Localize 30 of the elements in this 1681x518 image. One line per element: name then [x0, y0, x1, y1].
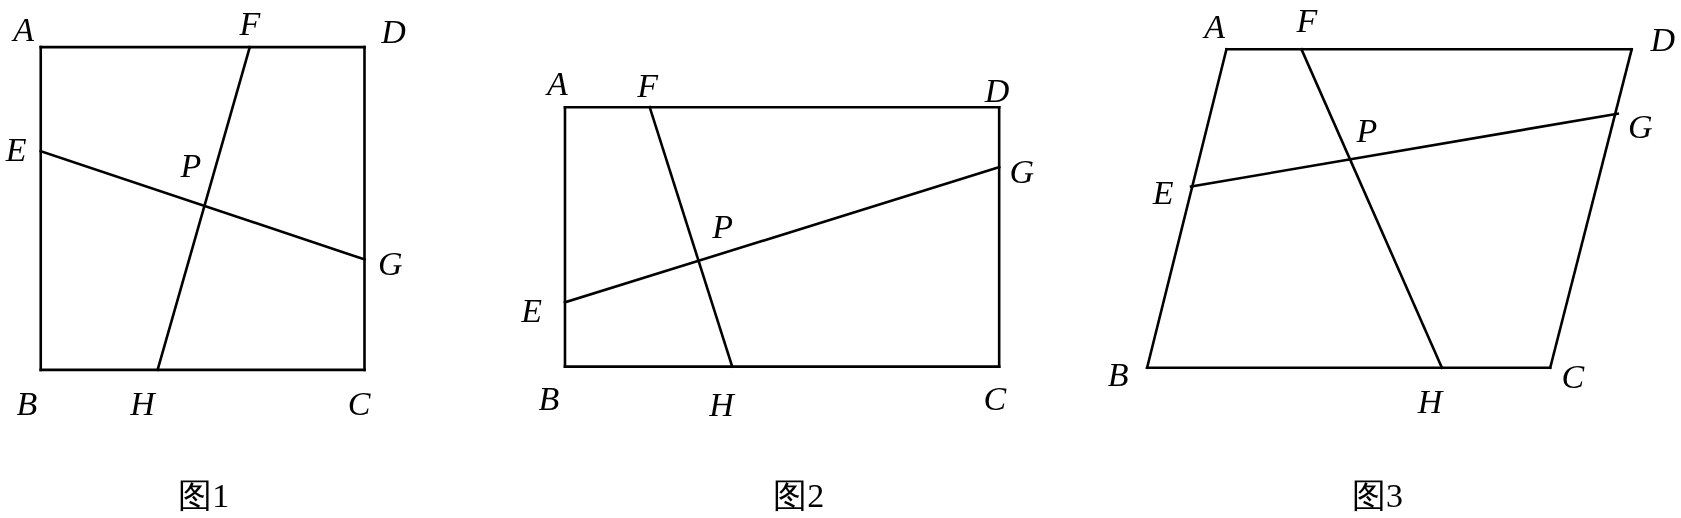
point-label: G [377, 246, 403, 281]
figure-caption: 图3 [1352, 479, 1404, 514]
point-label: D [381, 15, 406, 50]
point-label: E [1152, 175, 1174, 210]
point-label: B [16, 387, 38, 422]
point-label: E [521, 293, 543, 328]
point-label: C [1561, 360, 1585, 395]
figure-caption: 图2 [773, 479, 825, 514]
point-label: F [239, 6, 261, 41]
point-label: B [1107, 358, 1129, 393]
point-label: H [1417, 385, 1443, 419]
point-label: D [984, 74, 1010, 109]
point-label: B [538, 381, 560, 416]
point-label: C [347, 387, 371, 422]
figure-caption: 图1 [178, 479, 230, 514]
point-label: H [709, 388, 734, 423]
point-label: A [13, 13, 34, 47]
point-label: A [547, 66, 568, 101]
point-label: G [1627, 109, 1653, 144]
point-label: A [1204, 9, 1226, 44]
point-label: F [1296, 4, 1318, 39]
point-label: E [5, 133, 27, 168]
point-label: D [1650, 22, 1676, 57]
point-label: C [983, 381, 1007, 416]
point-label: H [130, 387, 155, 422]
point-label: G [1009, 154, 1034, 189]
point-label: P [712, 210, 733, 245]
point-label: P [1356, 113, 1378, 148]
point-label: F [637, 68, 658, 103]
point-label: P [180, 149, 202, 184]
